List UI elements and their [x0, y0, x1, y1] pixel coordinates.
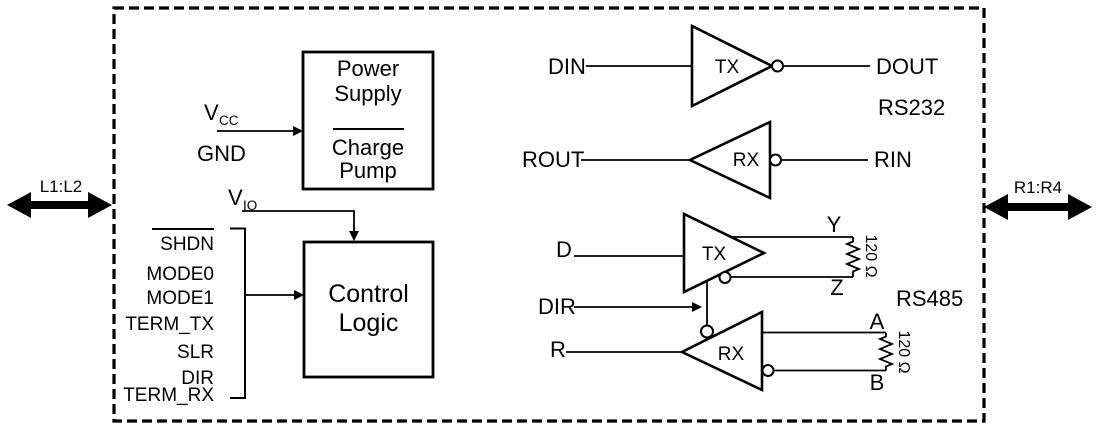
enable-bubble-icon — [700, 324, 714, 339]
rs232-tx-buffer: TX — [690, 23, 784, 109]
vio-arrowhead-icon — [349, 231, 359, 241]
rs485-rx-buffer: RX — [679, 309, 775, 393]
control-logic-block — [302, 240, 435, 379]
rin-label: RIN — [874, 147, 912, 172]
termination-resistor-rx-icon — [877, 333, 895, 371]
r-label: R — [550, 337, 566, 362]
dir-arrowhead-icon — [692, 302, 702, 312]
rs232-rx-buffer: RX — [686, 119, 782, 201]
control-arrowhead-icon — [294, 290, 304, 300]
rx-buffer-triangle-icon — [679, 309, 764, 393]
termination-resistor-tx-value: 120 Ω — [862, 234, 879, 277]
rs485-tx-label: TX — [702, 244, 727, 265]
y-label: Y — [827, 212, 842, 237]
gnd-pin-label: GND — [197, 141, 246, 166]
d-label: D — [556, 237, 572, 262]
rs485-tx-buffer: TX — [682, 211, 767, 295]
control-logic-line2: Logic — [339, 309, 399, 337]
rout-label: ROUT — [522, 147, 584, 172]
pin-mode0-label: MODE0 — [146, 264, 214, 285]
power-supply-line4: Pump — [339, 158, 396, 183]
b-label: B — [870, 370, 885, 395]
power-supply-block — [301, 50, 435, 191]
control-pins-bracket — [230, 227, 246, 399]
z-label: Z — [830, 275, 843, 300]
rs485-rx-label: RX — [718, 344, 745, 365]
inverter-bubble-icon — [718, 271, 732, 284]
inverter-bubble-icon — [769, 153, 782, 167]
tx-buffer-triangle-icon — [690, 23, 775, 109]
dout-label: DOUT — [876, 54, 938, 79]
termination-resistor-rx-value: 120 Ω — [895, 330, 912, 373]
vcc-pin-label: V — [204, 100, 219, 125]
dir-label: DIR — [538, 294, 576, 319]
vcc-pin-subscript: CC — [219, 113, 239, 128]
power-supply-line3: Charge — [332, 135, 404, 160]
termination-resistor-tx-icon — [844, 237, 862, 277]
rs485-section-label: RS485 — [896, 286, 963, 311]
inverter-bubble-icon — [771, 59, 784, 73]
left-port-label: L1:L2 — [40, 177, 83, 196]
rs232-section-label: RS232 — [878, 95, 945, 120]
pin-mode1-label: MODE1 — [146, 288, 214, 309]
left-port-arrow — [7, 192, 112, 218]
pin-shdn-label: SHDN — [160, 234, 214, 255]
pin-term-rx-label: TERM_RX — [123, 385, 214, 406]
a-label: A — [870, 309, 885, 334]
ic-boundary — [112, 6, 986, 423]
din-label: DIN — [548, 54, 586, 79]
control-logic-line1: Control — [328, 280, 409, 308]
rs232-rx-label: RX — [733, 150, 760, 171]
vio-wire — [242, 210, 355, 232]
power-supply-line2: Supply — [334, 81, 401, 106]
right-port-arrow — [984, 194, 1092, 220]
vio-pin-label: V — [228, 185, 243, 210]
vio-pin-subscript: IO — [243, 198, 257, 213]
pin-slr-label: SLR — [177, 342, 214, 363]
pin-dir-label: DIR — [181, 368, 214, 389]
pin-term-tx-label: TERM_TX — [125, 314, 214, 335]
vcc-arrowhead-icon — [293, 126, 303, 136]
rs232-tx-label: TX — [715, 57, 740, 78]
power-supply-line1: Power — [337, 56, 399, 81]
right-port-label: R1:R4 — [1014, 178, 1062, 197]
inverter-bubble-icon — [761, 364, 775, 377]
